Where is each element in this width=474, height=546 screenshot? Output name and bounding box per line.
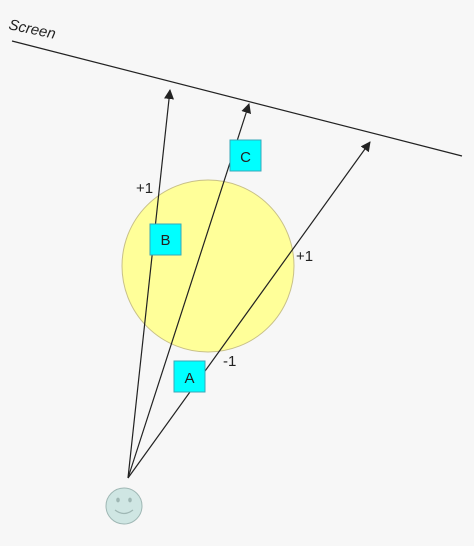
ray-right [127,141,371,479]
ray-label-left: +1 [136,180,153,197]
screen-line [11,40,463,157]
smiley-face-icon [105,487,143,525]
ray-label-right: +1 [296,248,313,265]
box-b [149,223,182,256]
box-c [229,139,262,172]
screen-label: Screen [7,16,57,43]
box-b-label: B [160,232,170,249]
ray-middle [127,103,251,479]
ray-label-bottom: -1 [223,353,236,370]
box-a-label: A [184,370,194,387]
ray-left [127,89,175,479]
box-c-label: C [240,149,251,166]
sphere-circle [121,179,295,353]
box-a [173,360,206,393]
